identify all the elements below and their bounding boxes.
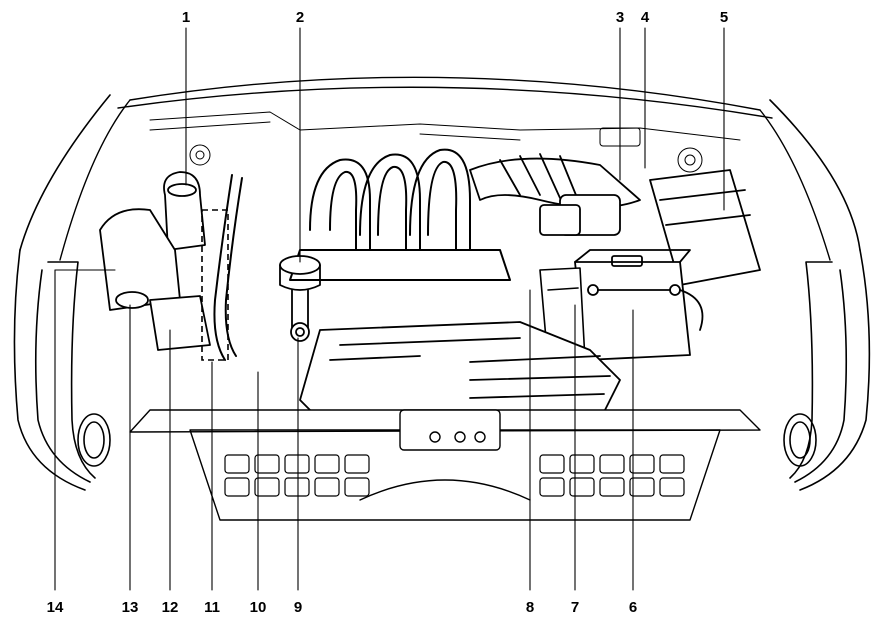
callout-9: 9 [294,599,302,616]
grille-slot [284,477,310,497]
leader-lines [54,27,725,591]
callout-11: 11 [204,599,220,616]
grille-slot [659,477,685,497]
oil-filler [279,255,321,342]
grille-slot [599,454,625,474]
grille-slot [629,454,655,474]
grille-slot [539,477,565,497]
callout-13: 13 [122,599,139,616]
callout-6: 6 [629,599,637,616]
grille-slot [224,454,250,474]
grille-slot [314,454,340,474]
callout-10: 10 [250,599,267,616]
firewall-detail [149,111,741,173]
callout-2: 2 [296,9,304,26]
left-fender [13,94,111,491]
grille-slot [569,454,595,474]
grille-slot [629,477,655,497]
battery [574,249,704,361]
callout-4: 4 [641,9,650,26]
callout-5: 5 [720,9,728,26]
grille-slot [344,454,370,474]
grille-slot [224,477,250,497]
grille-slot [569,477,595,497]
intake-manifold [289,148,511,281]
grille-slot [344,477,370,497]
radiator-hoses [213,174,243,361]
grille-slot [254,454,280,474]
callout-labels: 1 2 3 4 5 6 7 8 9 10 11 12 13 14 [47,9,729,616]
grille-slot [284,454,310,474]
hood-outline [59,76,831,261]
grille-slot [539,454,565,474]
air-intake-duct [469,153,761,286]
right-fender [769,99,871,491]
callout-7: 7 [571,599,579,616]
grille-slots [224,454,685,497]
grille-slot [659,454,685,474]
callout-1: 1 [182,9,190,26]
callout-14: 14 [47,599,64,616]
grille-slot [314,477,340,497]
callout-8: 8 [526,599,534,616]
grille-slot [599,477,625,497]
engine-front [299,321,621,431]
front-grille [129,409,761,521]
callout-3: 3 [616,9,624,26]
coolant-reservoir [99,171,211,351]
grille-slot [254,477,280,497]
callout-12: 12 [162,599,179,616]
